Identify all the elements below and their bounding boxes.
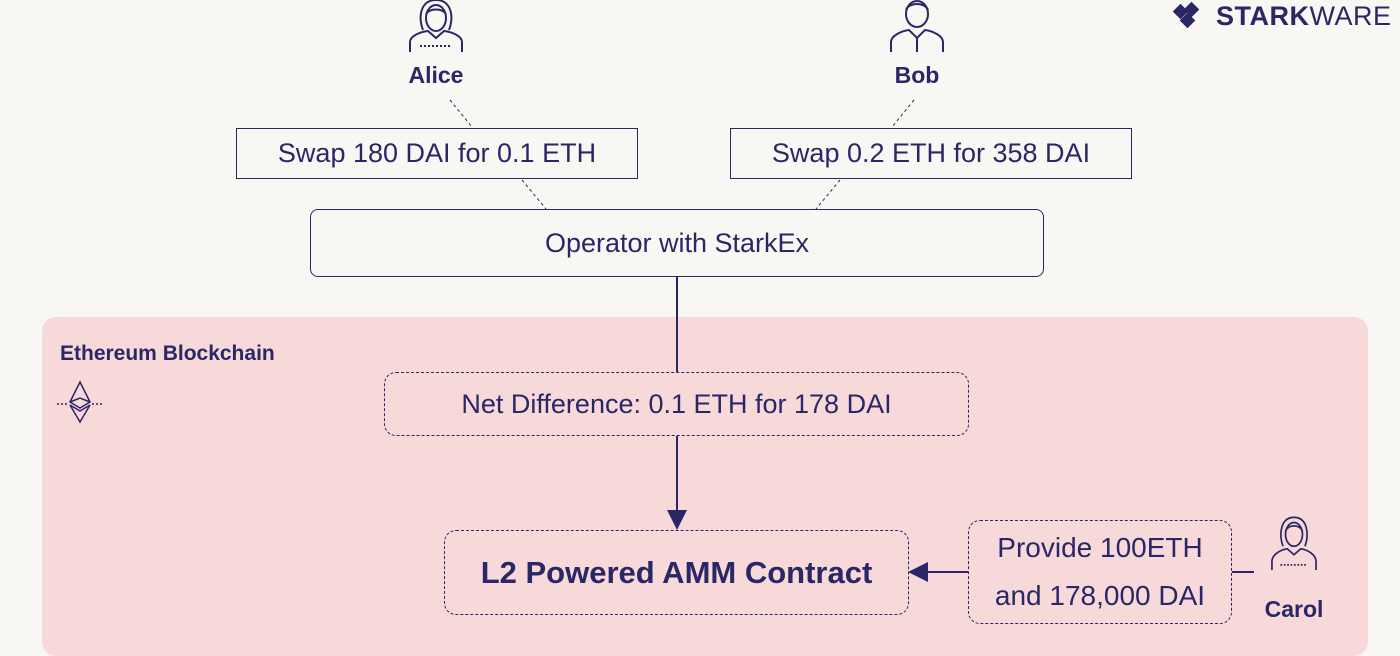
amm-contract-box: L2 Powered AMM Contract bbox=[444, 530, 909, 615]
alice-name: Alice bbox=[408, 62, 464, 88]
bob-avatar-icon bbox=[890, 0, 944, 52]
alice-order-to-operator-connector bbox=[521, 179, 547, 210]
carol-provide-liquidity-box: Provide 100ETH and 178,000 DAI bbox=[968, 520, 1232, 624]
bob-swap-order: Swap 0.2 ETH for 358 DAI bbox=[730, 128, 1132, 179]
operator-box: Operator with StarkEx bbox=[310, 209, 1044, 277]
starkware-wordmark: STARKWARE bbox=[1216, 0, 1392, 31]
starkware-logo: STARKWARE bbox=[1172, 0, 1392, 32]
provide-line-2: and 178,000 DAI bbox=[994, 580, 1206, 611]
alice-swap-order: Swap 180 DAI for 0.1 ETH bbox=[236, 128, 638, 179]
ethereum-icon bbox=[57, 380, 104, 424]
alice-to-order-connector bbox=[449, 99, 473, 128]
bob-order-to-operator-connector bbox=[815, 179, 841, 210]
ethereum-blockchain-region bbox=[42, 317, 1368, 656]
bob-to-order-connector bbox=[891, 99, 915, 128]
bob-name: Bob bbox=[894, 62, 940, 88]
carol-name: Carol bbox=[1264, 596, 1324, 622]
net-difference-box: Net Difference: 0.1 ETH for 178 DAI bbox=[384, 372, 969, 436]
starkware-logo-icon bbox=[1172, 1, 1200, 29]
alice-avatar-icon bbox=[409, 0, 463, 52]
carol-avatar-icon bbox=[1271, 516, 1317, 570]
ethereum-blockchain-title: Ethereum Blockchain bbox=[60, 342, 275, 365]
provide-line-1: Provide 100ETH bbox=[997, 532, 1203, 563]
